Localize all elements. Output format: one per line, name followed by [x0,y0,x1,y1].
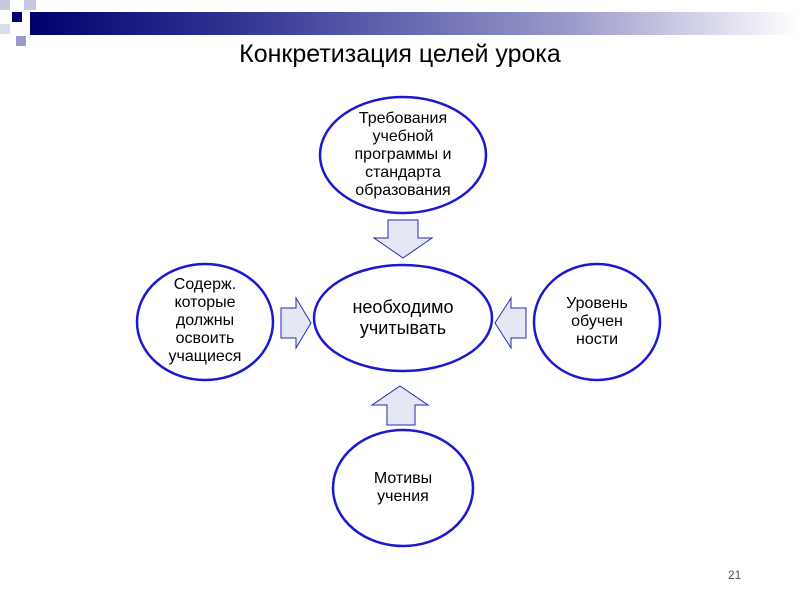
top-label: Требования учебной программы и стандарта… [354,110,452,199]
header-square [12,12,22,22]
center-label: необходимо учитывать [352,297,454,338]
header-square [16,36,26,46]
header-bar [30,12,800,35]
arrow-right-icon [280,296,312,350]
header-square [0,0,10,10]
right-ellipse [532,262,662,382]
left-ellipse [135,262,275,382]
slide-title: Конкретизация целей урока [239,40,561,68]
arrow-left-icon [494,296,527,350]
top-ellipse [318,95,488,215]
bottom-label: Мотивы учения [373,470,433,505]
bottom-ellipse [331,428,475,548]
arrow-down-icon [372,219,434,259]
right-label: Уровень обучен ности [566,295,628,348]
left-label: Содерж. которые должны освоить учащиеся [168,276,242,365]
header-square [24,0,36,10]
page-number: 21 [728,568,742,582]
header-square [0,24,10,34]
center-ellipse [312,263,494,373]
arrow-up-icon [370,385,430,426]
